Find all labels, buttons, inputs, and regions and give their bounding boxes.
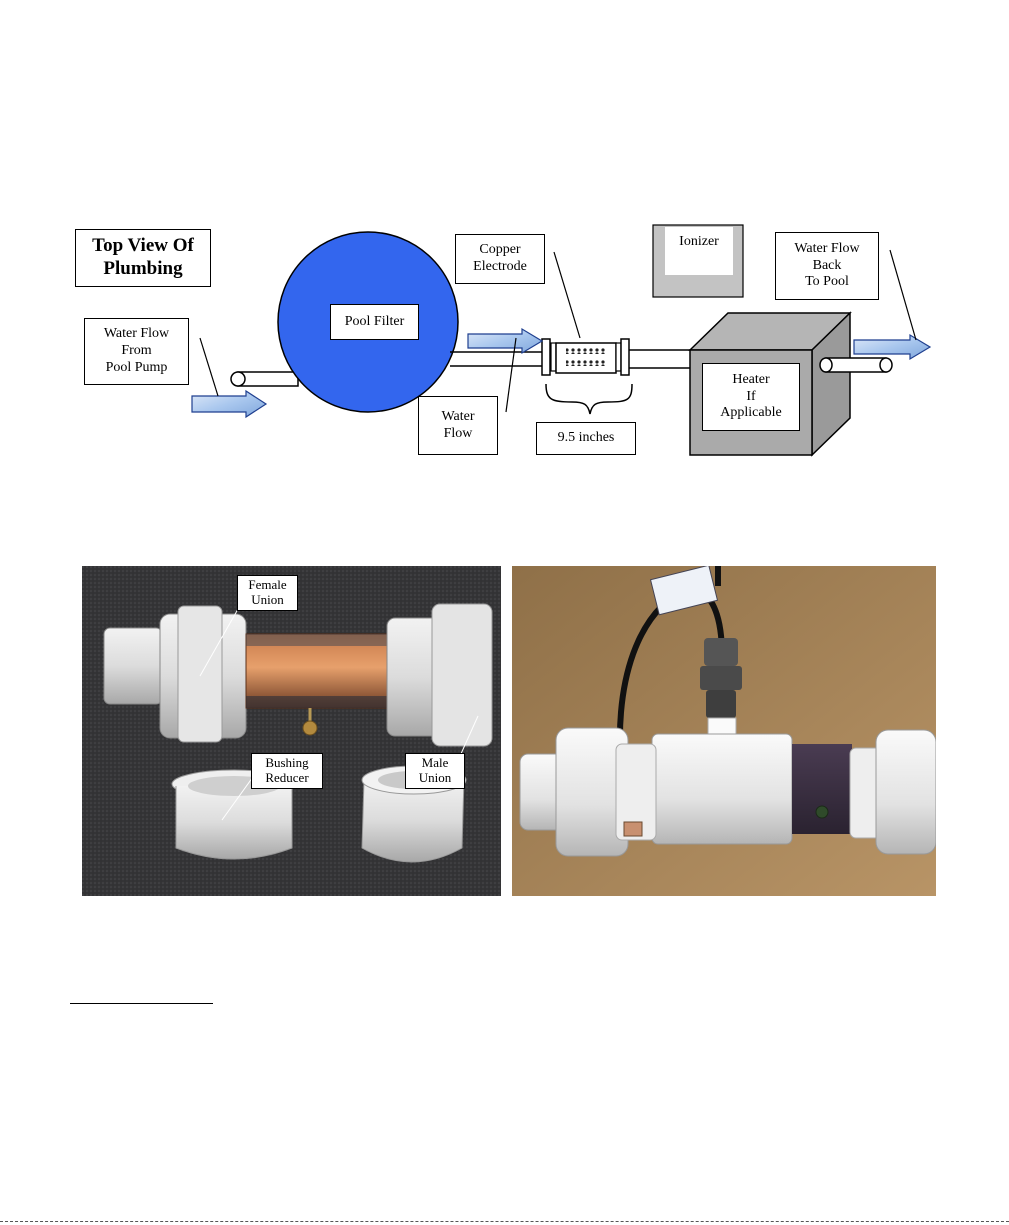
photo-assembled-electrode [512,566,936,896]
diagram-title: Top View Of Plumbing [75,229,211,287]
ionizer-label: Ionizer [665,234,733,250]
filter-flow-arrow [468,329,542,353]
outlet-pipe [820,358,892,372]
female-union-label: Female Union [237,575,298,611]
parts-illustration [82,566,501,896]
photo-parts-disassembled: Female Union Bushing Reducer Male Union [82,566,501,896]
copper-electrode-label: Copper Electrode [455,234,545,284]
footnote-rule [70,1003,213,1004]
copper-electrode-assembly [542,339,629,375]
heater-label: Heater If Applicable [702,363,800,431]
water-flow-from-pump-label: Water Flow From Pool Pump [84,318,189,385]
assembled-illustration [512,566,936,896]
length-label: 9.5 inches [536,422,636,455]
water-flow-label: Water Flow [418,396,498,455]
bushing-reducer-label: Bushing Reducer [251,753,323,789]
inlet-pipe [231,372,298,386]
pool-filter-label: Pool Filter [330,304,419,340]
male-union-label: Male Union [405,753,465,789]
length-brace [546,384,632,414]
outlet-flow-arrow [854,335,930,359]
water-flow-back-label: Water Flow Back To Pool [775,232,879,300]
page-break-line [0,1221,1009,1222]
inlet-flow-arrow [192,391,266,417]
